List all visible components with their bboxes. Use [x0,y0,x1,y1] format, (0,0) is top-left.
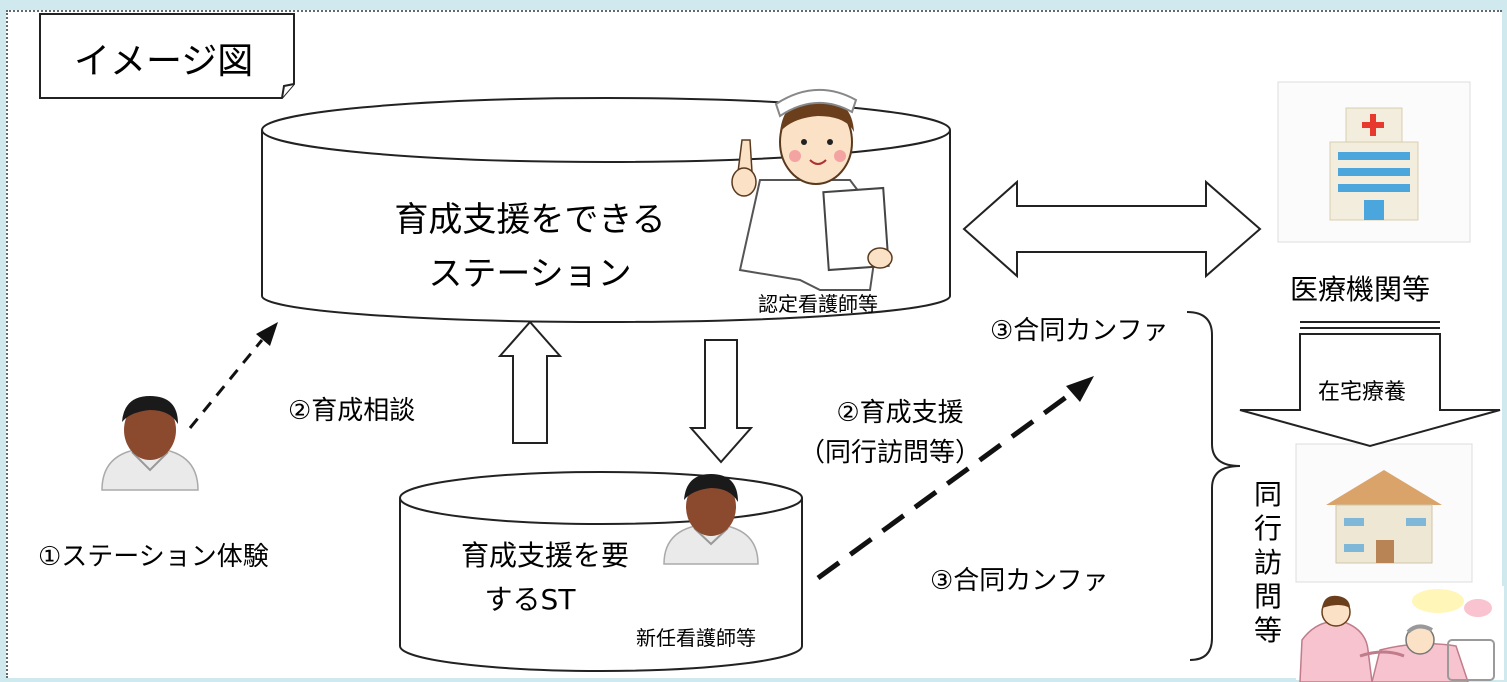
new-nurse-person-icon [663,474,759,565]
person-icon [101,396,199,491]
double-arrow [962,179,1262,279]
house-icon [1295,443,1473,583]
joint-conference-top-label: ③合同カンファ [990,316,1169,346]
diagram-title: イメージ図 [74,41,254,82]
brace [1186,311,1241,661]
bottom-station-label-line1: 育成支援を要 [460,539,629,572]
top-station-label-line2: ステーション [428,254,632,294]
top-station-label-line1: 育成支援をできる [394,200,666,240]
training-consultation-label: ②育成相談 [288,396,416,426]
training-support-label-line1: ②育成支援 [836,398,964,428]
new-nurse-label: 新任看護師等 [636,626,756,650]
home-care-arrow [1239,321,1501,448]
bottom-station-label-line2: するST [484,583,576,616]
accompany-visit-label: 同行訪問等 [1253,478,1282,647]
nurse-icon [731,89,893,291]
hospital-icon [1277,81,1471,243]
certified-nurse-label: 認定看護師等 [758,292,878,316]
medical-institution-label: 医療機関等 [1290,273,1431,306]
up-arrow [497,320,563,444]
title-tag [39,13,295,99]
down-arrow [688,339,754,464]
training-support-label-line2: （同行訪問等） [798,438,981,468]
dashed-arrow-experience [188,322,278,429]
home-care-label: 在宅療養 [1318,380,1407,405]
station-experience-label: ①ステーション体験 [38,542,269,572]
dashed-arrow-conference [816,376,1094,581]
joint-conference-bottom-label: ③合同カンファ [930,566,1109,596]
care-scene-icon [1296,586,1504,682]
